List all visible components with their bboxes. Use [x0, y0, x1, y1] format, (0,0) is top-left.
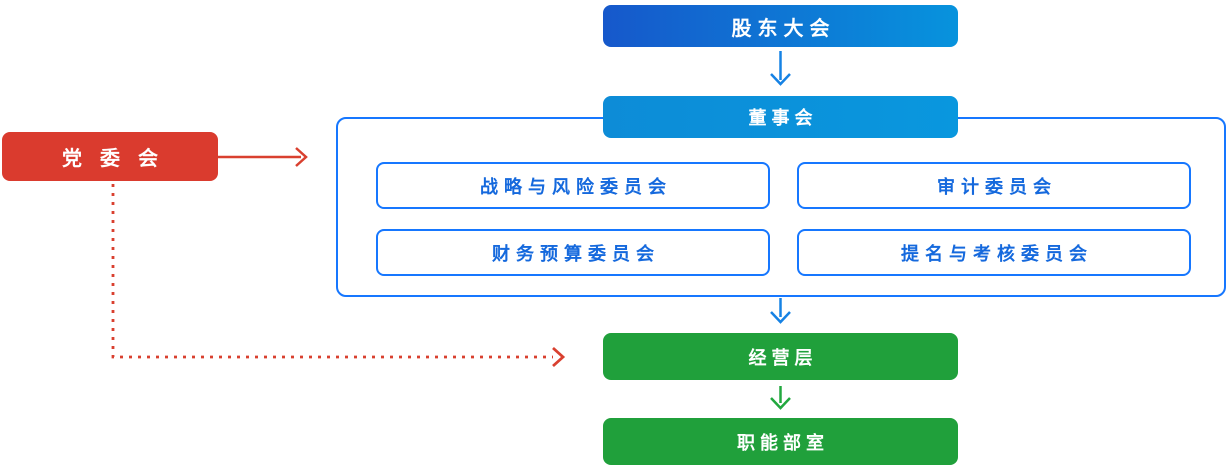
- node-management-level: 经营层: [603, 333, 958, 380]
- node-shareholders-meeting: 股东大会: [603, 5, 958, 47]
- node-nomination-assessment-committee: 提名与考核委员会: [797, 229, 1191, 276]
- node-functional-departments: 职能部室: [603, 418, 958, 465]
- node-board-of-directors: 董事会: [603, 96, 958, 138]
- node-strategy-risk-committee: 战略与风险委员会: [376, 162, 770, 209]
- arrow-board-to-management-icon: [770, 298, 791, 324]
- node-audit-committee: 审计委员会: [797, 162, 1191, 209]
- arrow-party-to-board-icon: [218, 147, 308, 167]
- arrow-shareholders-to-board-icon: [770, 51, 791, 86]
- node-party-committee: 党委会: [2, 132, 218, 181]
- node-financial-budget-committee: 财务预算委员会: [376, 229, 770, 276]
- arrow-management-to-departments-icon: [770, 386, 791, 410]
